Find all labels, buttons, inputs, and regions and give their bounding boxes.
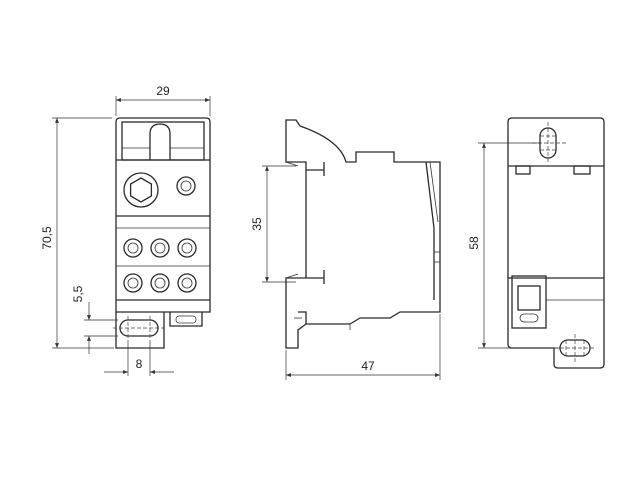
front-view [113, 117, 211, 349]
back-dimensions: 58 [467, 142, 560, 349]
side-dimensions: 35 47 [250, 165, 441, 380]
dim-front-height: 70,5 [40, 226, 54, 250]
back-view [507, 117, 605, 369]
side-view [285, 119, 441, 349]
dim-side-depth: 47 [361, 359, 375, 373]
dim-slot-width: 8 [136, 357, 143, 371]
dim-back-height: 58 [467, 236, 481, 250]
dim-front-width: 29 [156, 84, 170, 98]
dim-side-rail: 35 [250, 217, 264, 231]
dim-slot-offset: 5,5 [71, 285, 85, 302]
front-dimensions: 29 70,5 5,5 8 [40, 84, 211, 376]
